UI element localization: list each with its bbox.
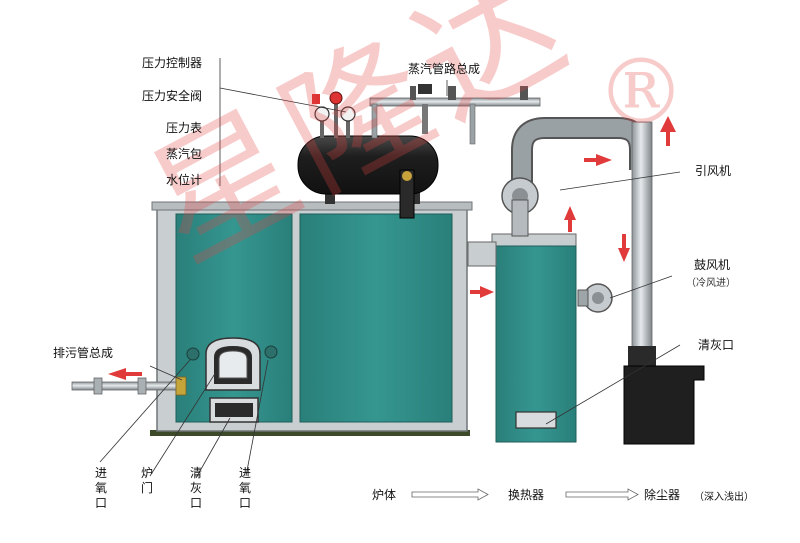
label-pressure-safety-valve: 压力安全阀: [142, 89, 203, 103]
arrow-down-blower: [618, 234, 630, 262]
label-ash-outlet-right: 清灰口: [698, 338, 735, 352]
furnace-door-glass: [218, 350, 248, 379]
flow-furnace: 炉体: [372, 488, 397, 502]
label-ash-outlet-bottom: 清灰口: [189, 466, 202, 510]
label-induced-fan: 引风机: [695, 164, 732, 178]
label-steam-drum: 蒸汽包: [166, 147, 203, 161]
label-water-level-gauge: 水位计: [166, 173, 203, 187]
label-oxygen-inlet-right: 进氧口: [238, 466, 251, 510]
ground-base: [150, 430, 470, 436]
label-pressure-gauge: 压力表: [166, 121, 203, 135]
oxygen-inlet-left-port: [186, 347, 200, 361]
pressure-controller: [329, 91, 343, 105]
dust-collector: [623, 365, 705, 445]
oxygen-inlet-right-port: [264, 345, 278, 359]
flow-dust-collector: 除尘器: [644, 488, 681, 502]
furnace-top-lip: [151, 201, 473, 211]
pressure-gauge: [314, 106, 330, 122]
label-blower-fan: 鼓风机: [694, 258, 731, 272]
label-oxygen-inlet-left: 进氧口: [94, 466, 107, 510]
chimney-pipe: [631, 121, 653, 353]
leader-lines: [99, 58, 681, 479]
watermark-registered-mark: ®: [596, 40, 686, 145]
ash-door-right: [515, 411, 557, 429]
label-cold-air-in: （冷风进）: [686, 278, 736, 289]
flow-arrows: [108, 116, 676, 380]
arrow-into-exchanger: [470, 286, 494, 298]
label-pressure-controller: 压力控制器: [142, 56, 203, 70]
arrow-drain: [108, 368, 142, 380]
flow-heat-exchanger: 换热器: [508, 488, 545, 502]
flow-note: （深入浅出）: [694, 492, 754, 503]
pressure-safety-valve: [340, 106, 356, 122]
arrow-to-fan: [584, 154, 612, 166]
heat-exchanger: [495, 245, 577, 443]
furnace-panel-right: [299, 213, 453, 423]
arrow-up-exchanger: [564, 206, 576, 232]
arrow-up-chimney: [660, 116, 676, 146]
label-furnace-door: 炉门: [140, 466, 153, 495]
drain-pipe: [71, 381, 183, 391]
label-steam-pipe-assembly: 蒸汽管路总成: [408, 62, 481, 76]
flow-sequence-arrows: [411, 488, 639, 501]
label-drain-pipe-assembly: 排污管总成: [53, 346, 114, 360]
